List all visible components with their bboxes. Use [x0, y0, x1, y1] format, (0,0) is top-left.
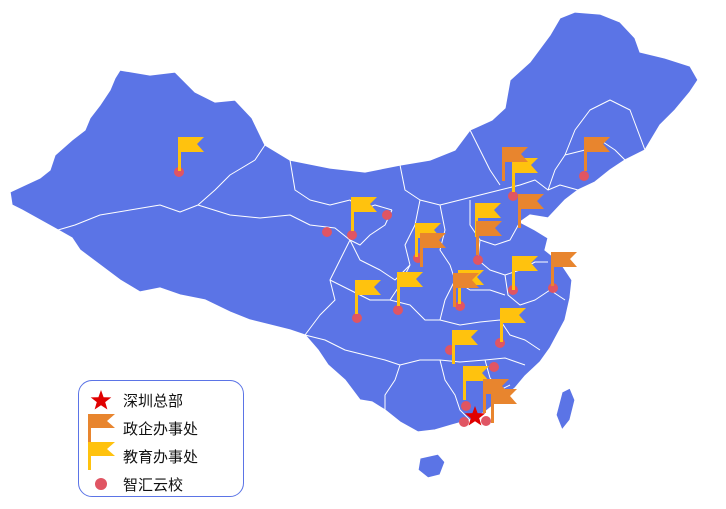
campus-dot [322, 227, 332, 237]
legend-label: 深圳总部 [123, 391, 184, 410]
red-star-icon [79, 389, 123, 411]
campus-dot [548, 283, 558, 293]
legend-label: 教育办事处 [123, 447, 199, 466]
province-borders [57, 99, 646, 421]
legend-label: 智汇云校 [123, 475, 184, 494]
campus-dot [455, 301, 465, 311]
legend-item-campus: 智汇云校 [79, 471, 183, 497]
yellow-flag-icon [79, 442, 123, 470]
campus-markers [174, 167, 589, 427]
campus-dot [481, 416, 491, 426]
campus-dot [508, 191, 518, 201]
campus-dot [382, 210, 392, 220]
legend-item-education-office: 教育办事处 [79, 442, 199, 470]
campus-dot [352, 313, 362, 323]
hainan-island [417, 453, 446, 479]
legend-item-government-office: 政企办事处 [79, 414, 199, 442]
campus-dot [393, 305, 403, 315]
map-legend: 深圳总部 政企办事处 教育办事处 智汇云校 [78, 380, 244, 497]
campus-dot [347, 230, 357, 240]
orange-flag-marker [491, 389, 517, 423]
campus-dot [489, 362, 499, 372]
campus-dot [508, 285, 518, 295]
campus-dot [174, 167, 184, 177]
taiwan-island [555, 387, 576, 432]
orange-flag-icon [79, 414, 123, 442]
red-dot-icon [79, 477, 123, 491]
campus-dot [473, 255, 483, 265]
campus-dot [461, 401, 471, 411]
legend-label: 政企办事处 [123, 419, 199, 438]
campus-dot [459, 417, 469, 427]
legend-item-hq: 深圳总部 [79, 387, 183, 413]
hq-star-marker [464, 406, 486, 426]
campus-dot [579, 171, 589, 181]
